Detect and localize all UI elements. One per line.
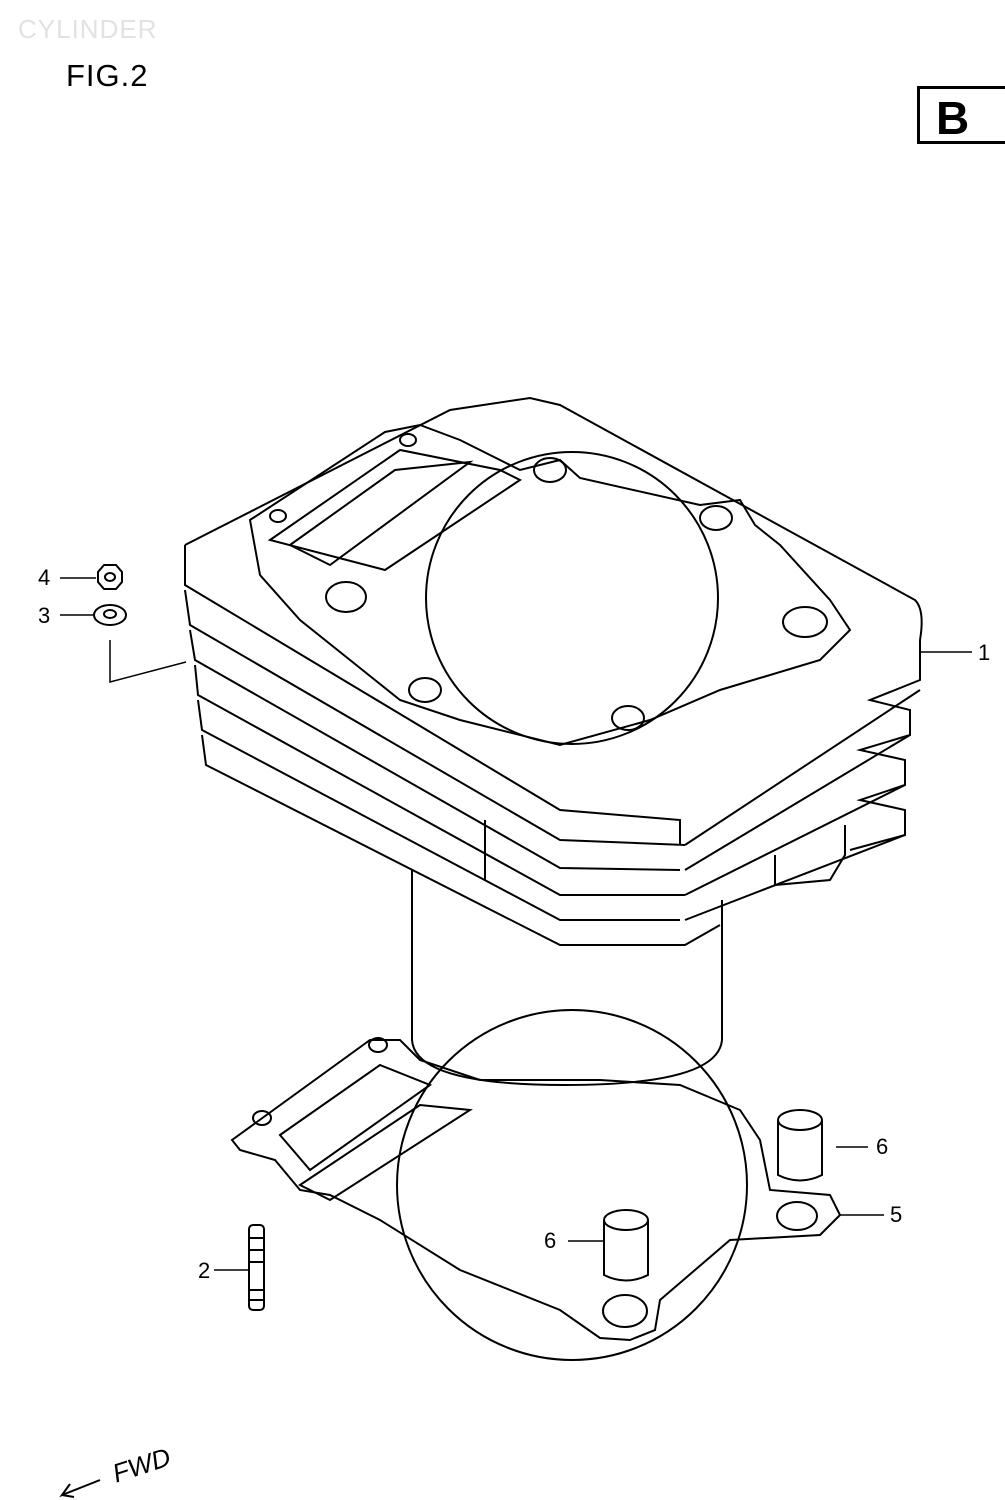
figure-label: FIG.2 (66, 58, 149, 93)
base-gasket (232, 1010, 840, 1360)
callout-part-2: 2 (198, 1258, 211, 1283)
section-badge: B (917, 86, 1005, 144)
leader-lines (60, 578, 972, 1270)
section-badge-label: B (936, 92, 970, 144)
washer (94, 605, 126, 625)
dowel-pin-upper (778, 1110, 822, 1181)
cylinder-top-deck (250, 425, 850, 745)
cylinder-fins (185, 398, 922, 945)
stud-bolt (249, 1225, 264, 1310)
callout-part-3: 3 (38, 603, 51, 628)
callout-part-4: 4 (38, 565, 51, 590)
callout-part-5: 5 (890, 1202, 903, 1227)
callout-part-6-lower: 6 (544, 1228, 557, 1253)
callout-part-6-upper: 6 (876, 1134, 889, 1159)
page-watermark: CYLINDER (18, 14, 158, 44)
nut (98, 565, 122, 589)
forward-arrow (62, 1480, 100, 1497)
dowel-pin-lower (604, 1210, 648, 1281)
callout-part-1: 1 (978, 640, 991, 665)
